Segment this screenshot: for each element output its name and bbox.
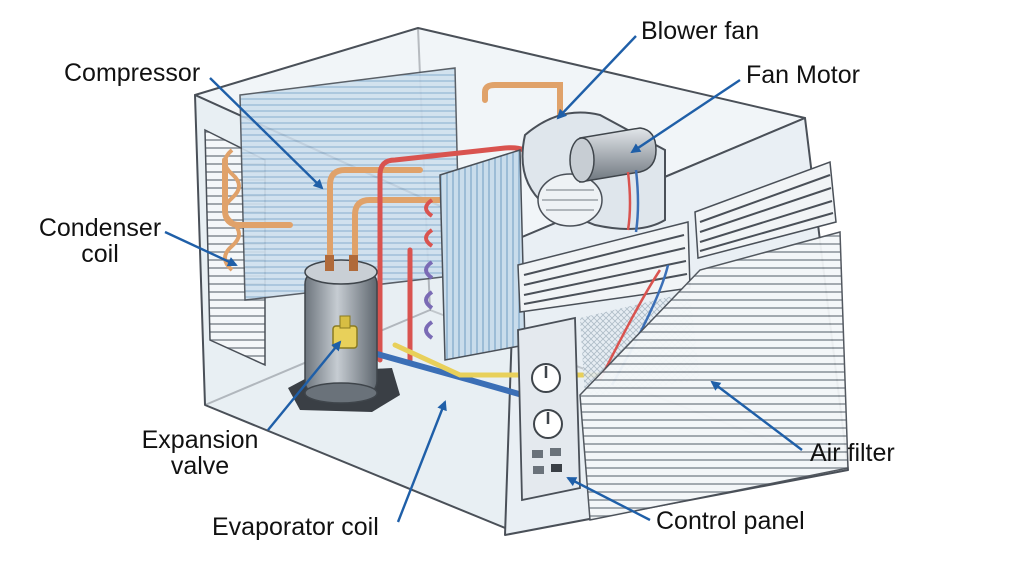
label-compressor: Compressor (64, 59, 201, 87)
label-expansion-valve-line1: Expansion (141, 426, 259, 454)
label-condenser-coil: Condenser coil (30, 215, 170, 268)
leader-air-filter (710, 380, 803, 451)
front-grille (579, 231, 849, 521)
label-condenser-coil-line2: coil (81, 240, 119, 269)
leader-expansion-valve (267, 340, 342, 431)
leader-lines (164, 35, 803, 523)
label-blower-fan: Blower fan (641, 17, 760, 45)
label-air-filter: Air filter (810, 439, 895, 467)
label-expansion-valve: Expansion valve (130, 427, 270, 480)
leader-fan-motor (630, 79, 741, 154)
leader-compressor (209, 77, 324, 190)
leader-condenser-coil (164, 230, 238, 267)
fan-motor-shape (569, 127, 657, 233)
label-condenser-coil-line1: Condenser (38, 214, 162, 242)
control-panel-shape (517, 316, 581, 502)
label-fan-motor: Fan Motor (746, 61, 860, 89)
evaporator-coil-shape (424, 148, 526, 361)
label-evaporator-coil: Evaporator coil (212, 513, 379, 541)
label-control-panel: Control panel (656, 507, 805, 535)
leader-control-panel (566, 476, 651, 522)
leader-blower-fan (556, 35, 637, 120)
label-expansion-valve-line2: valve (170, 452, 230, 481)
leader-evaporator-coil (396, 400, 447, 523)
